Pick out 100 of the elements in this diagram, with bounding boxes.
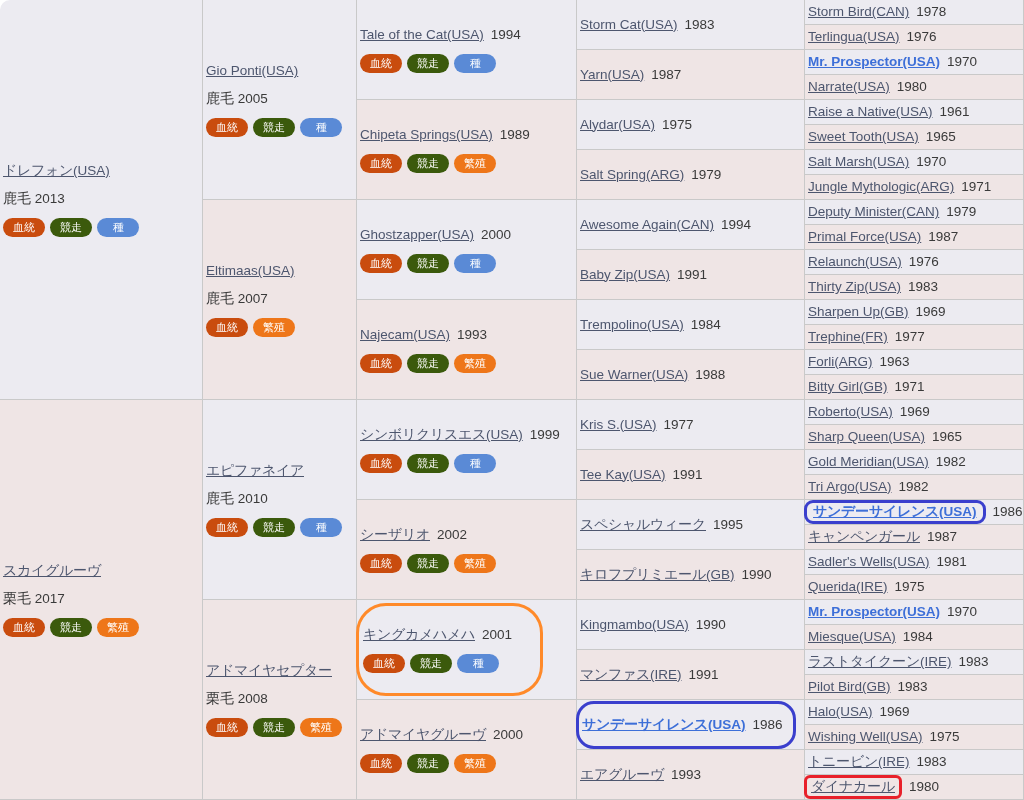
- birth-year: 1983: [684, 15, 715, 34]
- pedigree-cell: [805, 150, 1024, 175]
- pedigree-cell: [357, 200, 577, 300]
- highlight-ring: [804, 775, 902, 799]
- horse-name-link: Miesque(USA): [808, 628, 896, 646]
- horse-name-link: Tee Kay(USA): [580, 465, 666, 484]
- pedigree-cell: [805, 650, 1024, 675]
- horse-name-link: スペシャルウィーク: [580, 515, 706, 534]
- horse-name-link: サンデーサイレンス(USA): [582, 715, 746, 734]
- category-tag: 血統: [360, 54, 402, 73]
- category-tag: 競走: [407, 154, 449, 173]
- pedigree-cell: [577, 100, 805, 150]
- category-tag: 競走: [253, 518, 295, 537]
- pedigree-cell: [577, 300, 805, 350]
- pedigree-cell: [805, 50, 1024, 75]
- category-tag: 競走: [253, 118, 295, 137]
- pedigree-cell: [577, 350, 805, 400]
- horse-name-link: Gio Ponti(USA): [206, 62, 299, 80]
- pedigree-cell: [805, 625, 1024, 650]
- horse-name-link: Sweet Tooth(USA): [808, 128, 919, 146]
- category-tag: 競走: [50, 218, 92, 237]
- horse-name-link: Storm Bird(CAN): [808, 3, 910, 21]
- horse-name-link: Narrate(USA): [808, 78, 890, 96]
- pedigree-cell: [577, 0, 805, 50]
- pedigree-cell: [805, 575, 1024, 600]
- pedigree-cell: [577, 150, 805, 200]
- birth-year: 1983: [897, 678, 928, 696]
- category-tag: 繁殖: [454, 554, 496, 573]
- category-tag: 繁殖: [300, 718, 342, 737]
- birth-year: 1971: [961, 178, 992, 196]
- horse-name-link: Baby Zip(USA): [580, 265, 671, 284]
- category-tag: 繁殖: [454, 754, 496, 773]
- pedigree-cell: [577, 500, 805, 550]
- category-tag: 種: [97, 218, 139, 237]
- horse-name-link: Alydar(USA): [580, 115, 655, 134]
- horse-name-link: Primal Force(USA): [808, 228, 922, 246]
- birth-year: 2000: [481, 226, 512, 244]
- birth-year: 1977: [663, 415, 694, 434]
- horse-name-link: Ghostzapper(USA): [360, 226, 475, 244]
- pedigree-cell: [577, 400, 805, 450]
- birth-year: 1975: [894, 578, 925, 596]
- birth-year: 1987: [928, 228, 959, 246]
- pedigree-cell: [577, 200, 805, 250]
- birth-year: 1980: [909, 778, 940, 796]
- horse-name-link: アドマイヤセプター: [206, 662, 332, 680]
- pedigree-cell: [805, 350, 1024, 375]
- birth-year: 1991: [688, 665, 719, 684]
- category-tag: 血統: [206, 518, 248, 537]
- horse-name-link: Gold Meridian(USA): [808, 453, 929, 471]
- pedigree-cell: [805, 275, 1024, 300]
- category-tag: 繁殖: [97, 618, 139, 637]
- horse-name-link: Mr. Prospector(USA): [808, 53, 941, 71]
- birth-year: 1983: [958, 653, 989, 671]
- horse-name-link: Raise a Native(USA): [808, 103, 933, 121]
- horse-name-link: Storm Cat(USA): [580, 15, 678, 34]
- pedigree-cell: [357, 500, 577, 600]
- horse-name-link: Tri Argo(USA): [808, 478, 892, 496]
- birth-year: 1990: [741, 565, 772, 584]
- pedigree-cell: [805, 525, 1024, 550]
- horse-name-link: Tale of the Cat(USA): [360, 26, 484, 44]
- horse-name-link: Sadler's Wells(USA): [808, 553, 930, 571]
- pedigree-cell: [577, 750, 805, 800]
- birth-year: 1971: [894, 378, 925, 396]
- birth-year: 1969: [879, 703, 910, 721]
- horse-name-link: マンファス(IRE): [580, 665, 682, 684]
- pedigree-cell: [0, 400, 203, 800]
- pedigree-cell: [805, 325, 1024, 350]
- horse-name-link: キロフプリミエール(GB): [580, 565, 735, 584]
- birth-year: 1976: [906, 28, 937, 46]
- coat-color-and-year: 栗毛 2017: [3, 590, 65, 608]
- horse-name-link: ラストタイクーン(IRE): [808, 653, 952, 671]
- birth-year: 1993: [457, 326, 488, 344]
- birth-year: 1987: [927, 528, 958, 546]
- pedigree-cell: [577, 650, 805, 700]
- birth-year: 1991: [672, 465, 703, 484]
- category-tag: 繁殖: [253, 318, 295, 337]
- category-tag: 種: [454, 254, 496, 273]
- category-tag: 血統: [3, 618, 45, 637]
- birth-year: 1976: [908, 253, 939, 271]
- pedigree-cell: [805, 0, 1024, 25]
- birth-year: 1961: [939, 103, 970, 121]
- pedigree-cell: [0, 0, 203, 400]
- horse-name-link: Trephine(FR): [808, 328, 888, 346]
- birth-year: 1982: [898, 478, 929, 496]
- birth-year: 2001: [482, 626, 513, 644]
- category-tag: 種: [454, 454, 496, 473]
- pedigree-cell: [577, 450, 805, 500]
- horse-name-link: Deputy Minister(CAN): [808, 203, 940, 221]
- pedigree-cell: [805, 450, 1024, 475]
- pedigree-cell: [805, 600, 1024, 625]
- coat-color-and-year: 栗毛 2008: [206, 690, 268, 708]
- category-tag: 種: [300, 518, 342, 537]
- pedigree-cell: [203, 400, 357, 600]
- birth-year: 1988: [695, 365, 726, 384]
- category-tag: 血統: [360, 454, 402, 473]
- pedigree-cell: [203, 600, 357, 800]
- horse-name-link: Terlingua(USA): [808, 28, 900, 46]
- pedigree-cell: [577, 600, 805, 650]
- horse-name-link: Yarn(USA): [580, 65, 645, 84]
- horse-name-link: Salt Spring(ARG): [580, 165, 685, 184]
